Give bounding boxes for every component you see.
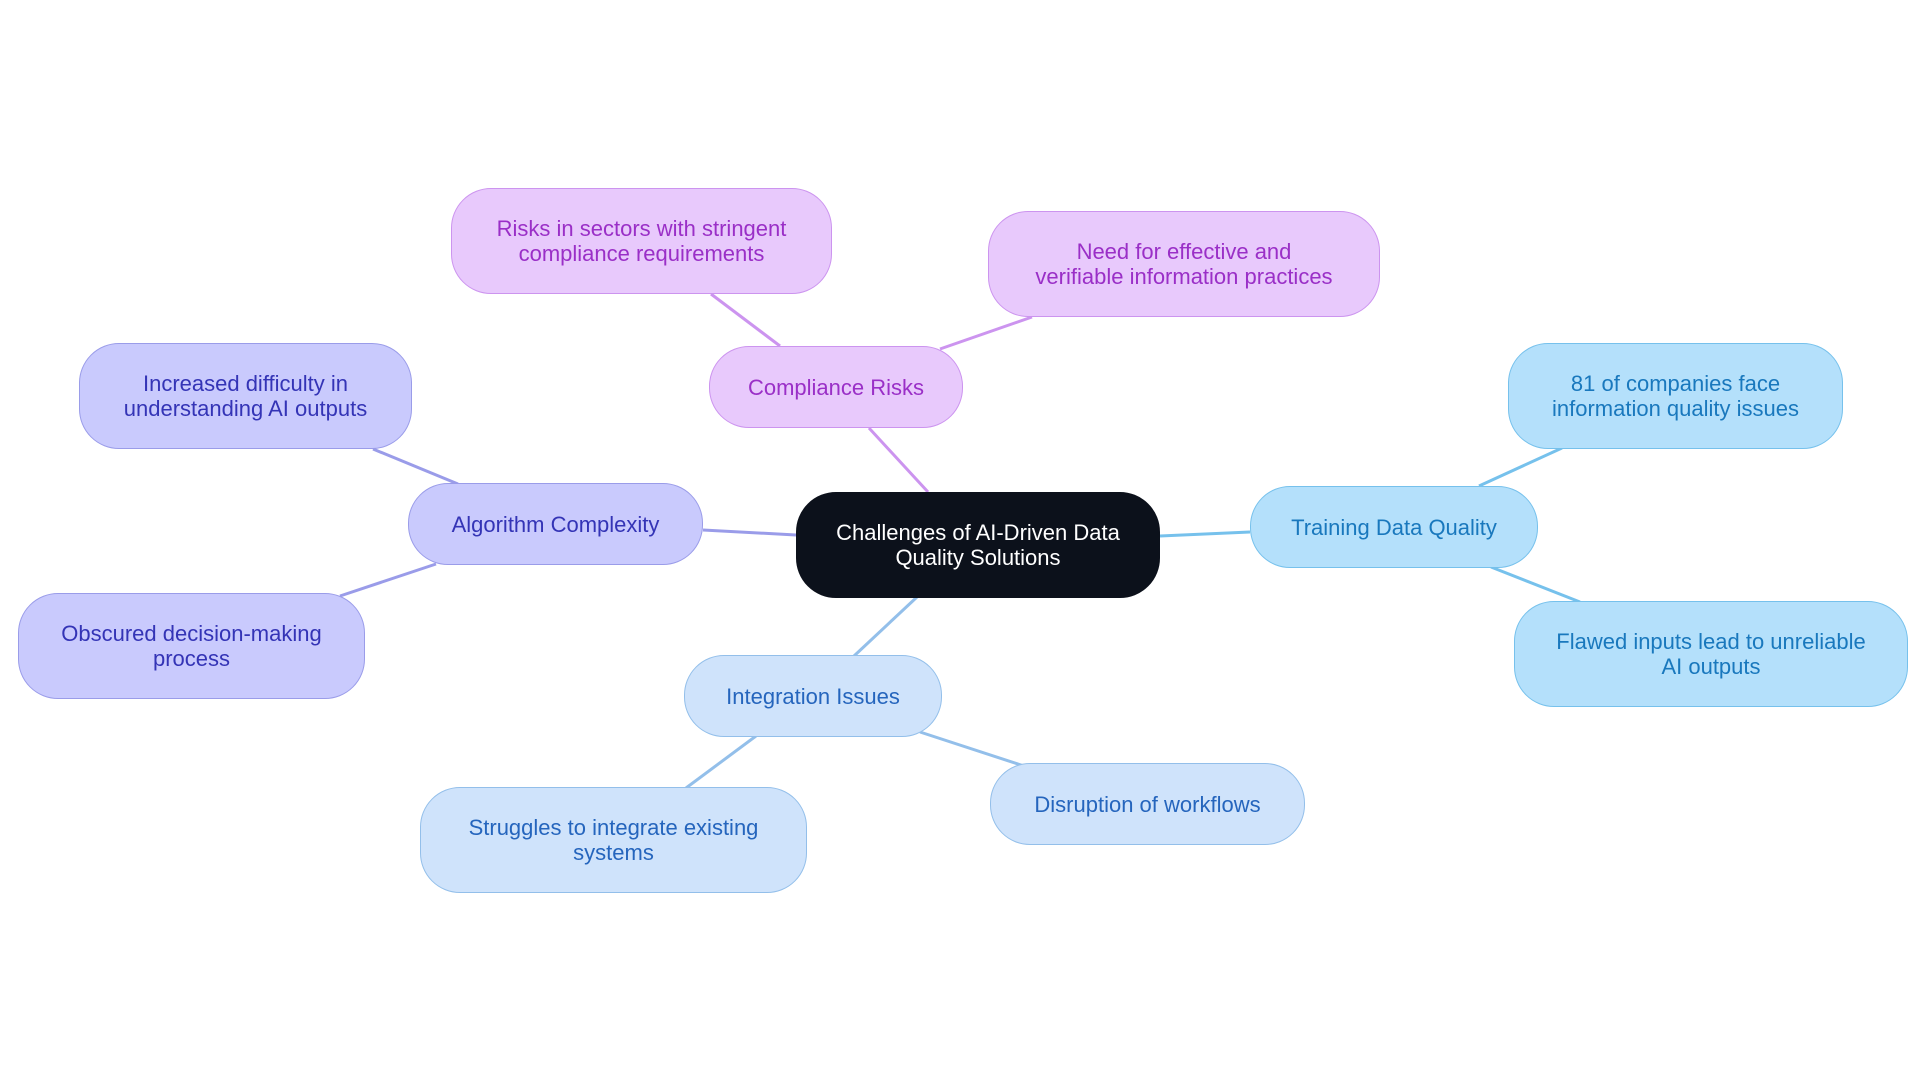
branch-node-integration-issues: Integration Issues [684,655,942,737]
branch-label: Algorithm Complexity [451,511,660,537]
edge-root-algorithm [702,528,797,537]
branch-node-algorithm-complexity: Algorithm Complexity [408,483,703,565]
leaf-node-flawed-inputs: Flawed inputs lead to unreliable AI outp… [1514,601,1908,707]
branch-label: Compliance Risks [747,374,925,400]
edge-root-compliance [867,426,930,494]
edge-integration-systems [685,734,757,790]
edge-root-integration [852,595,919,658]
leaf-label: Risks in sectors with stringent complian… [496,216,787,266]
edge-compliance-risks-sectors [710,292,781,348]
leaf-label: 81 of companies face information quality… [1551,371,1799,421]
leaf-label: Obscured decision-making process [61,621,322,671]
root-node: Challenges of AI-Driven Data Quality Sol… [796,492,1160,598]
edge-root-training [1159,530,1251,538]
edge-compliance-practices [939,315,1033,351]
leaf-node-integrate-systems: Struggles to integrate existing systems [420,787,807,893]
root-label: Challenges of AI-Driven Data Quality Sol… [836,520,1120,570]
edge-algorithm-obscured [339,562,437,598]
leaf-label: Flawed inputs lead to unreliable AI outp… [1556,629,1866,679]
leaf-label: Need for effective and verifiable inform… [1035,239,1333,289]
leaf-label: Struggles to integrate existing systems [468,815,759,865]
leaf-node-verifiable-practices: Need for effective and verifiable inform… [988,211,1380,317]
leaf-label: Increased difficulty in understanding AI… [123,371,368,421]
leaf-node-companies-quality-issues: 81 of companies face information quality… [1508,343,1843,449]
branch-label: Training Data Quality [1291,514,1497,540]
leaf-label: Disruption of workflows [1034,791,1261,817]
leaf-node-workflow-disruption: Disruption of workflows [990,763,1305,845]
branch-node-training-data-quality: Training Data Quality [1250,486,1538,568]
edge-integration-workflows [919,730,1025,768]
branch-node-compliance-risks: Compliance Risks [709,346,963,428]
branch-label: Integration Issues [726,683,900,709]
leaf-node-stringent-compliance: Risks in sectors with stringent complian… [451,188,832,294]
edge-training-flawed [1490,565,1581,604]
edge-algorithm-difficulty [372,447,459,486]
leaf-node-understanding-outputs: Increased difficulty in understanding AI… [79,343,412,449]
edge-training-companies [1478,446,1563,488]
leaf-node-obscured-decisions: Obscured decision-making process [18,593,365,699]
